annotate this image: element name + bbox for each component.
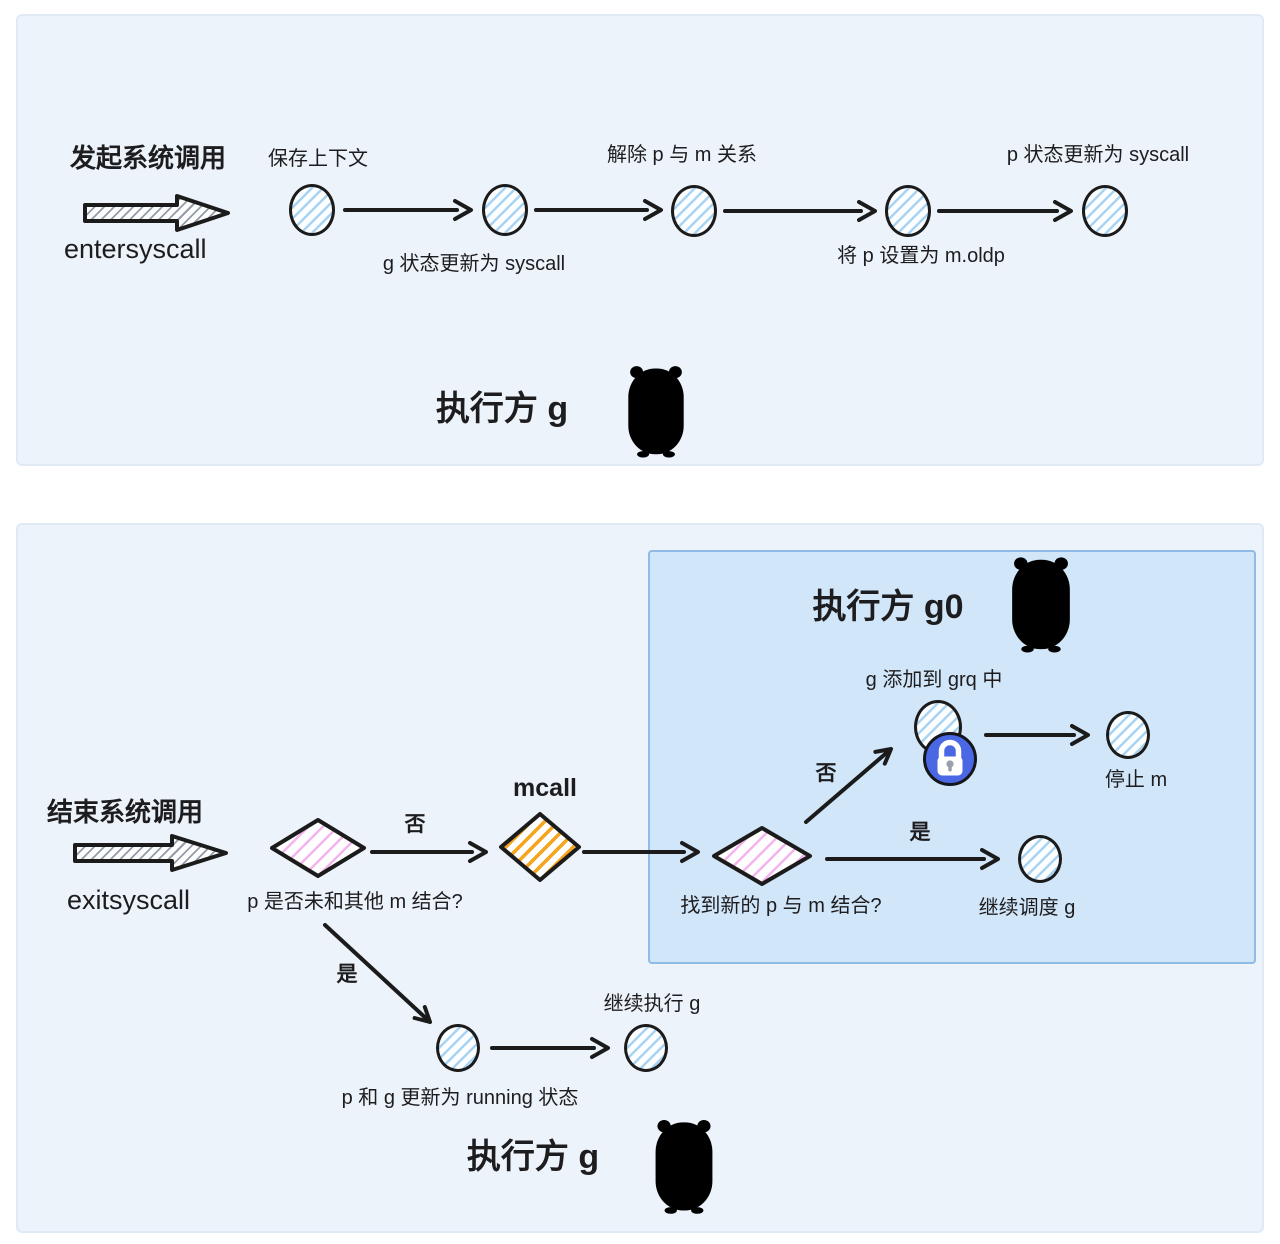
step-node (885, 185, 931, 237)
decision-p-unbound (269, 817, 367, 879)
label-decision-p-unbound: p 是否未和其他 m 结合? (247, 891, 463, 913)
label-no-2: 否 (815, 762, 837, 785)
step-node (624, 1024, 668, 1072)
flow-arrow (582, 841, 700, 863)
label-stop-m: 停止 m (1104, 769, 1168, 791)
label-yes-1: 是 (336, 963, 358, 986)
entersyscall-title: 发起系统调用 (70, 143, 227, 173)
exitsyscall-label: exitsyscall (67, 885, 191, 915)
flow-arrow (534, 199, 663, 221)
label-g-status: g 状态更新为 syscall (382, 253, 566, 275)
label-continue-exec: 继续执行 g (603, 993, 701, 1015)
flow-arrow (937, 200, 1073, 222)
executor-g0-title: 执行方 g0 (812, 588, 964, 626)
label-continue-sched: 继续调度 g (978, 897, 1076, 919)
gopher-gray-icon (1004, 553, 1078, 653)
flow-arrow (723, 200, 877, 222)
label-no-1: 否 (404, 813, 426, 836)
label-yes-2: 是 (909, 821, 931, 844)
label-mcall: mcall (513, 774, 577, 802)
flow-arrow (490, 1037, 610, 1059)
exitsyscall-title: 结束系统调用 (47, 797, 204, 827)
label-add-grq: g 添加到 grq 中 (865, 669, 1003, 691)
stop-m-node (1106, 711, 1150, 759)
flow-arrow (984, 724, 1090, 746)
step-node (1082, 185, 1128, 237)
executor-g-title-bottom: 执行方 g (466, 1138, 600, 1176)
entersyscall-label: entersyscall (64, 234, 207, 264)
lock-icon (923, 732, 977, 786)
label-p-status: p 状态更新为 syscall (1006, 144, 1190, 166)
label-set-oldp: 将 p 设置为 m.oldp (837, 245, 1005, 267)
entersyscall-big-arrow-icon (82, 192, 232, 234)
label-save-context: 保存上下文 (268, 148, 368, 170)
step-node (671, 185, 717, 237)
step-node (482, 184, 528, 236)
continue-sched-node (1018, 835, 1062, 883)
exitsyscall-big-arrow-icon (72, 832, 230, 874)
decision-new-p (711, 825, 813, 887)
label-unbind-pm: 解除 p 与 m 关系 (606, 144, 758, 166)
mcall-diamond (498, 811, 582, 883)
label-decision-new-p: 找到新的 p 与 m 结合? (680, 895, 882, 917)
step-node (436, 1024, 480, 1072)
gopher-brown-icon (620, 362, 692, 458)
label-running-update: p 和 g 更新为 running 状态 (341, 1087, 579, 1109)
step-node (289, 184, 335, 236)
executor-g-title: 执行方 g (435, 390, 569, 428)
flow-arrow-diagonal (323, 923, 432, 1024)
flow-arrow (343, 199, 473, 221)
gopher-brown-icon (648, 1112, 720, 1218)
flow-arrow-diagonal (804, 747, 893, 824)
flow-arrow (825, 848, 1000, 870)
flow-arrow (370, 841, 488, 863)
